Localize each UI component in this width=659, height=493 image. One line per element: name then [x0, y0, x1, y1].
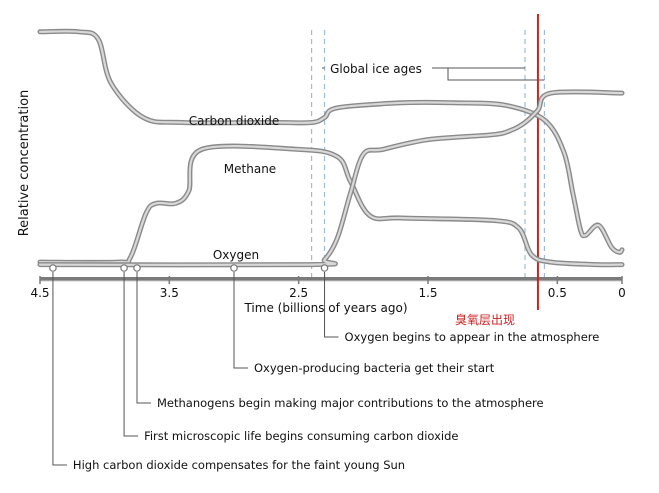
annotation-marker-0 [49, 264, 57, 272]
x-tick-label-5: 0 [618, 286, 626, 300]
annotation-marker-2 [133, 264, 141, 272]
ozone-label: 臭氧层出现 [455, 312, 515, 327]
annotation-label-1: First microscopic life begins consuming … [144, 429, 458, 443]
y-axis-label: Relative concentration [17, 90, 32, 237]
series-2-outline [37, 89, 625, 268]
methane-label: Methane [224, 162, 276, 176]
curve-layer [37, 28, 625, 268]
oxygen-label: Oxygen [213, 248, 259, 262]
global-ice-ages-label: Global ice ages [330, 62, 422, 76]
x-tick-label-1: 3.5 [160, 286, 179, 300]
annotation-leader-1 [123, 272, 139, 437]
annotation-leader-4 [324, 272, 339, 338]
annotation-leader-2 [136, 272, 151, 404]
carbon-dioxide-label: Carbon dioxide [189, 114, 279, 128]
annotation-label-0: High carbon dioxide compensates for the … [73, 458, 405, 472]
x-tick-label-0: 4.5 [30, 286, 49, 300]
annotation-marker-1 [120, 264, 128, 272]
x-tick-label-2: 2.5 [289, 286, 308, 300]
annotation-label-4: Oxygen begins to appear in the atmospher… [345, 330, 600, 344]
annotation-leader-0 [52, 272, 67, 466]
annotation-marker-4 [320, 264, 329, 272]
annotation-layer: High carbon dioxide compensates for the … [49, 264, 600, 472]
x-tick-label-4: 0.5 [548, 286, 567, 300]
annotation-marker-3 [230, 264, 238, 272]
series-1-line [38, 144, 624, 266]
annotation-label-3: Oxygen-producing bacteria get their star… [254, 361, 495, 375]
series-0-line [38, 30, 624, 254]
annotation-label-2: Methanogens begin making major contribut… [157, 396, 544, 410]
x-tick-label-3: 1.5 [418, 286, 437, 300]
series-2-line [38, 90, 624, 267]
x-axis-label: Time (billions of years ago) [243, 301, 407, 315]
annotation-leader-3 [233, 272, 248, 369]
ice-age-pointer-right [432, 67, 545, 81]
